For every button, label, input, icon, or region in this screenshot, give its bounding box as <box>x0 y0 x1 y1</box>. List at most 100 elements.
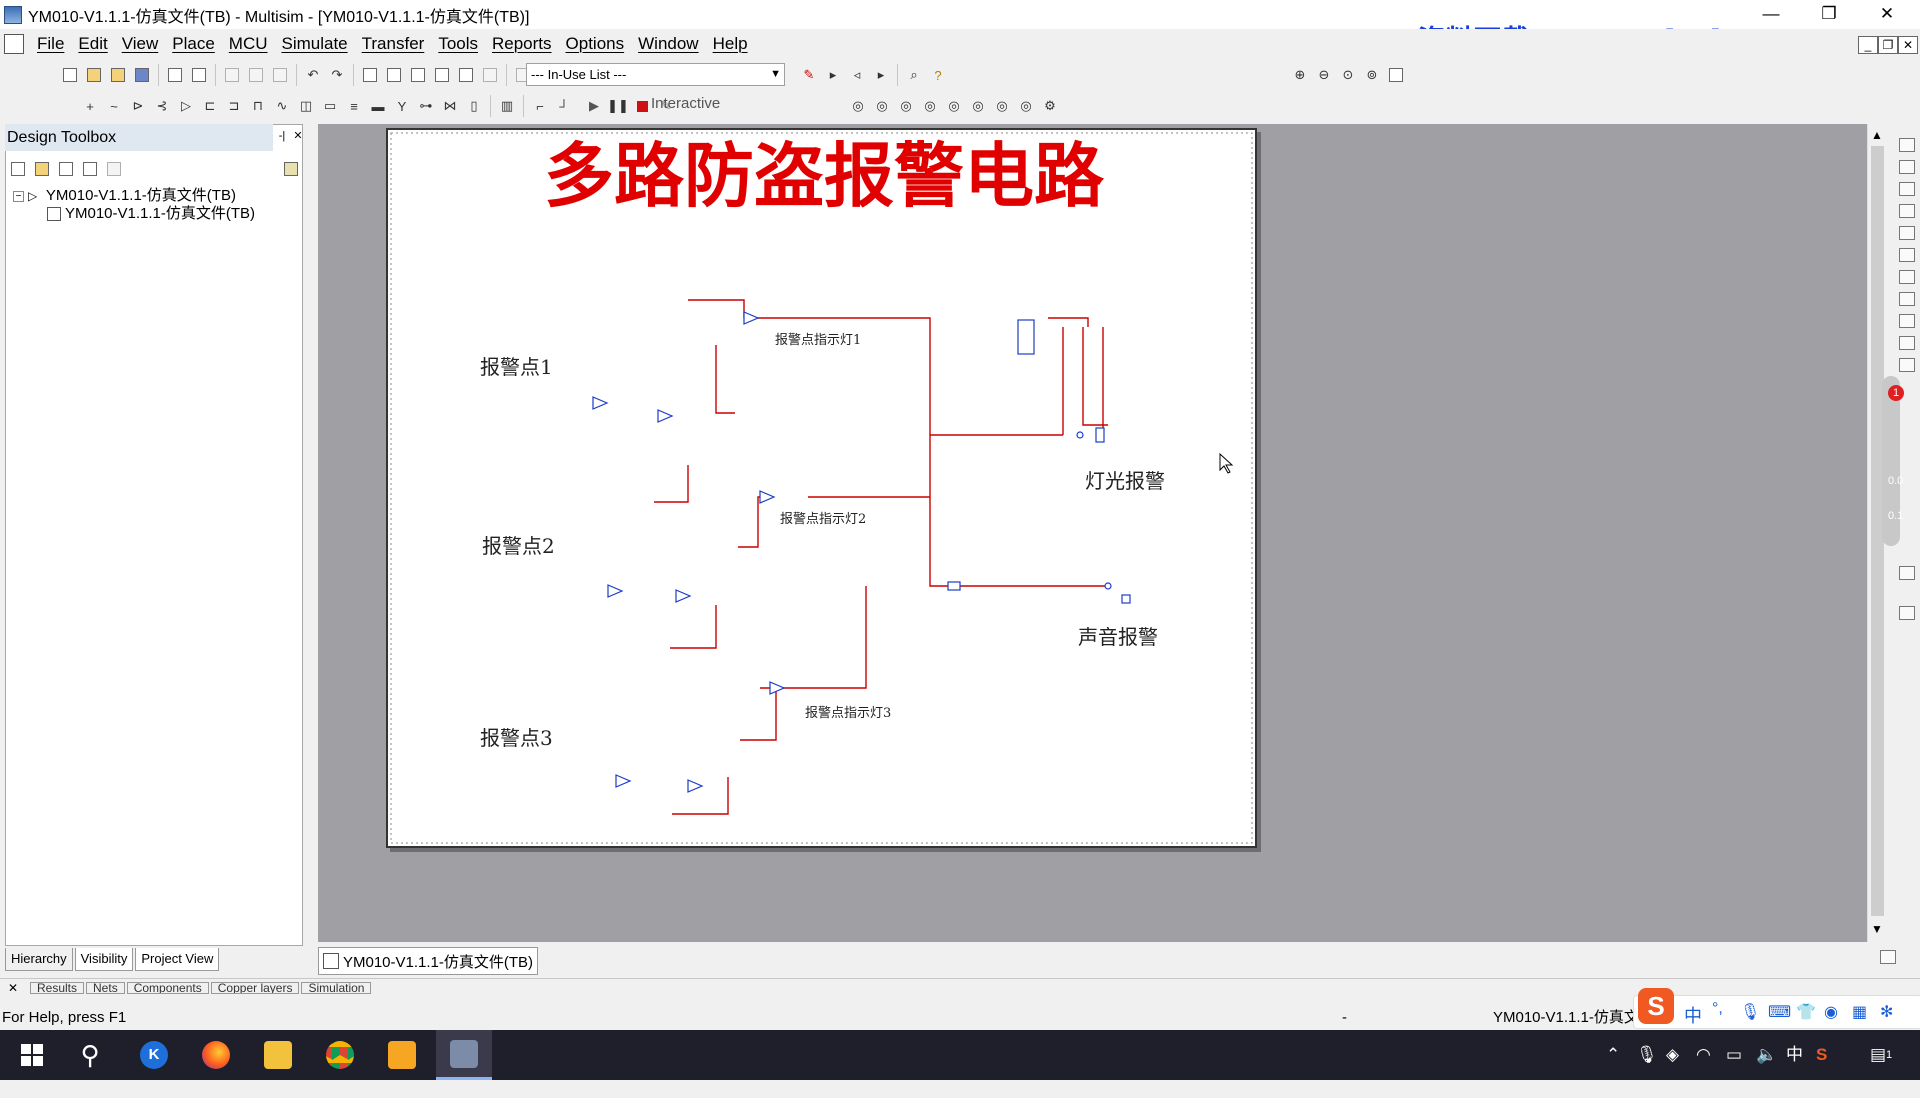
misc-digital-icon[interactable]: ⊓ <box>252 98 264 113</box>
open-icon[interactable] <box>84 65 104 85</box>
multisim-app-icon[interactable] <box>4 5 22 24</box>
skin-icon[interactable]: 👕 <box>1796 1004 1816 1021</box>
erc-icon[interactable] <box>480 65 500 85</box>
new-icon[interactable] <box>60 65 80 85</box>
panel-close-icon[interactable]: ✕ <box>293 130 303 142</box>
tab-simulation[interactable]: Simulation <box>301 982 372 994</box>
zoom-area-icon[interactable]: ⊙ <box>1342 67 1354 82</box>
ni-components-icon[interactable]: ⋈ <box>443 98 457 113</box>
menu-reports[interactable]: Reports <box>492 34 552 53</box>
taskbar-k-app[interactable]: K <box>126 1030 182 1080</box>
bode-plotter-icon[interactable]: ◎ <box>948 98 960 113</box>
transistor-icon[interactable]: ⊰ <box>156 98 168 113</box>
start-button[interactable] <box>4 1030 60 1080</box>
tray-mic-icon[interactable]: 🎙 <box>1636 1045 1658 1064</box>
collapse-icon[interactable]: − <box>13 190 24 202</box>
misc-icon[interactable]: ≡ <box>350 98 358 114</box>
in-use-list-dropdown[interactable]: --- In-Use List --- ▼ <box>526 63 785 86</box>
cmos-icon[interactable]: ⊐ <box>228 98 240 113</box>
multimeter-tool-icon[interactable] <box>1899 138 1915 152</box>
menu-file[interactable]: File <box>37 34 65 53</box>
interactive-icon[interactable]: ✎ <box>660 98 672 113</box>
keyboard-icon[interactable]: ⌨ <box>1768 1004 1792 1021</box>
game-icon[interactable]: ◉ <box>1824 1004 1838 1021</box>
search-icon[interactable]: ⚲ <box>80 1039 100 1070</box>
function-gen-tool-icon[interactable] <box>1899 160 1915 174</box>
oscilloscope-icon[interactable]: ◎ <box>924 98 936 113</box>
wire-icon[interactable]: ┘ <box>559 98 569 114</box>
document-icon[interactable] <box>4 33 24 54</box>
basic-icon[interactable]: ~ <box>110 98 118 114</box>
source-icon[interactable]: + <box>86 98 94 114</box>
sogou-logo-icon[interactable]: S <box>1638 988 1674 1024</box>
distortion-analyzer-icon[interactable]: ◎ <box>1020 98 1032 113</box>
zoom-out-icon[interactable]: ⊖ <box>1318 67 1330 82</box>
logic-converter-tool-icon[interactable] <box>1899 314 1915 328</box>
advanced-peripherals-icon[interactable]: ▬ <box>371 98 385 114</box>
mcu-icon[interactable]: ▯ <box>470 98 478 113</box>
probe-icon[interactable]: ✎ <box>803 67 815 82</box>
tray-app-icon[interactable]: ◈ <box>1666 1045 1680 1064</box>
mdi-minimize-button[interactable]: _ <box>1858 36 1878 54</box>
taskbar-explorer[interactable] <box>250 1030 306 1080</box>
toolbox-open-icon[interactable] <box>32 159 52 179</box>
menu-window[interactable]: Window <box>638 34 699 53</box>
panel-pin-icon[interactable]: -| <box>278 130 286 142</box>
oscilloscope-tool-icon[interactable] <box>1899 204 1915 218</box>
tab-results[interactable]: Results <box>30 982 85 994</box>
rf-icon[interactable]: Y <box>397 98 407 114</box>
paste-icon[interactable] <box>270 65 290 85</box>
taskbar-paint-app[interactable] <box>374 1030 430 1080</box>
close-button[interactable]: ✕ <box>1879 4 1895 23</box>
toolbox-grid-icon[interactable]: ▦ <box>1852 1004 1868 1021</box>
tab-visibility[interactable]: Visibility <box>74 948 134 971</box>
iv-analyzer-tool-icon[interactable] <box>1899 336 1915 350</box>
schematic-canvas[interactable]: 多路防盗报警电路 报警点1 报警点2 <box>388 130 1259 850</box>
action-center-icon[interactable]: ▤ <box>1870 1045 1887 1064</box>
toolbox-save-icon[interactable] <box>56 159 76 179</box>
instrument-dropdown-icon[interactable]: ▸ <box>877 67 885 82</box>
zoom-in-icon[interactable]: ⊕ <box>1294 67 1306 82</box>
open-sample-icon[interactable] <box>108 65 128 85</box>
menu-edit[interactable]: Edit <box>78 34 108 53</box>
tray-sogou-icon[interactable]: S <box>1816 1045 1828 1064</box>
mdi-restore-button[interactable]: ❐ <box>1878 36 1898 54</box>
probe-tool-icon[interactable] <box>1899 606 1915 620</box>
word-gen-tool-icon[interactable] <box>1899 292 1915 306</box>
zoom-sheet-icon[interactable]: ⊚ <box>1366 67 1378 82</box>
menu-place[interactable]: Place <box>172 34 215 53</box>
ime-toolbar[interactable]: S 中 °, 🎙 ⌨ 👕 ◉ ▦ ✻ <box>1633 988 1920 1029</box>
tab-hierarchy[interactable]: Hierarchy <box>5 948 73 971</box>
cut-icon[interactable] <box>222 65 242 85</box>
undo-icon[interactable]: ↶ <box>307 67 319 82</box>
menu-help[interactable]: Help <box>712 34 748 53</box>
tray-ime-indicator[interactable]: 中 <box>1786 1045 1803 1064</box>
scroll-down-icon[interactable]: ▼ <box>1871 922 1883 936</box>
tab-nets[interactable]: Nets <box>86 982 125 994</box>
wattmeter-tool-icon[interactable] <box>1899 182 1915 196</box>
volume-icon[interactable]: 🔈 <box>1756 1045 1778 1064</box>
scroll-up-icon[interactable]: ▲ <box>1871 128 1883 142</box>
logic-analyzer-icon[interactable]: ◎ <box>996 98 1008 113</box>
indicator-icon[interactable]: ◫ <box>299 98 313 113</box>
menu-view[interactable]: View <box>121 34 159 53</box>
postprocessor-icon[interactable] <box>456 65 476 85</box>
electromechanical-icon[interactable]: ⊶ <box>419 98 433 113</box>
menu-tools[interactable]: Tools <box>438 34 478 53</box>
tree-child-item[interactable]: YM010-V1.1.1-仿真文件(TB) <box>47 202 255 223</box>
minimize-button[interactable]: — <box>1762 4 1780 23</box>
print-icon[interactable] <box>165 65 185 85</box>
tray-expand-icon[interactable]: ⌃ <box>1606 1045 1621 1064</box>
probe-dropdown-icon[interactable]: ▸ <box>829 67 837 82</box>
spreadsheet-icon[interactable] <box>384 65 404 85</box>
bus-icon[interactable]: ⌐ <box>536 98 544 114</box>
output-close-icon[interactable]: ✕ <box>8 981 19 995</box>
taskbar-multisim[interactable] <box>436 1030 492 1080</box>
toolbox-close-icon[interactable] <box>80 159 100 179</box>
scroll-thumb[interactable] <box>1871 146 1884 916</box>
analog-icon[interactable]: ▷ <box>181 98 191 113</box>
ttl-icon[interactable]: ⊏ <box>204 98 216 113</box>
print-preview-icon[interactable] <box>189 65 209 85</box>
save-icon[interactable] <box>132 65 152 85</box>
toolbox-new-icon[interactable] <box>8 159 28 179</box>
